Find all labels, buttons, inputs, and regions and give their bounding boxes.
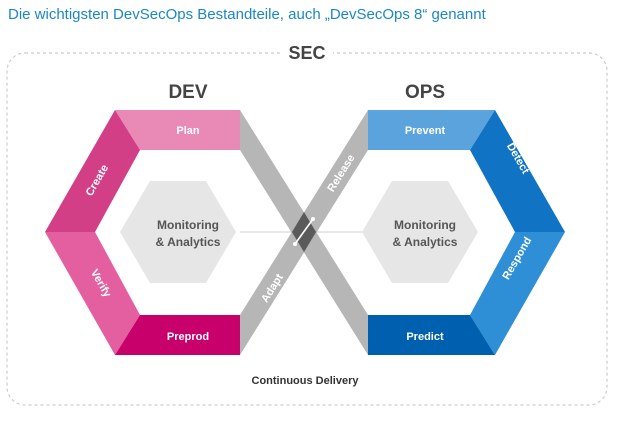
page-heading: Die wichtigsten DevSecOps Bestandteile, … <box>8 6 486 23</box>
dev-center-label-line1: Monitoring <box>157 218 219 232</box>
sec-label: SEC <box>288 43 325 63</box>
ops-respond-segment <box>470 232 565 355</box>
preprod-label: Preprod <box>167 331 209 343</box>
continuous-delivery-label: Continuous Delivery <box>252 375 360 387</box>
predict-label: Predict <box>406 331 444 343</box>
sec-label-background <box>281 40 333 64</box>
dev-label: DEV <box>168 82 207 103</box>
dev-plan-segment <box>115 110 240 150</box>
ops-center-label-line1: Monitoring <box>394 218 456 232</box>
ops-center-hexagon <box>362 181 478 283</box>
ops-label: OPS <box>405 82 445 103</box>
dev-verify-segment <box>45 232 140 355</box>
dev-create-segment <box>45 110 140 232</box>
ops-predict-segment <box>368 315 495 355</box>
plan-label: Plan <box>176 125 200 137</box>
dev-center-hexagon <box>120 181 236 283</box>
prevent-label: Prevent <box>405 125 446 137</box>
double-arrow-icon <box>293 217 315 246</box>
dev-center-label-line2: & Analytics <box>156 235 221 249</box>
ops-detect-segment <box>470 110 565 232</box>
ops-center-label-line2: & Analytics <box>393 235 458 249</box>
dev-preprod-segment <box>115 315 240 355</box>
ops-prevent-segment <box>368 110 495 150</box>
